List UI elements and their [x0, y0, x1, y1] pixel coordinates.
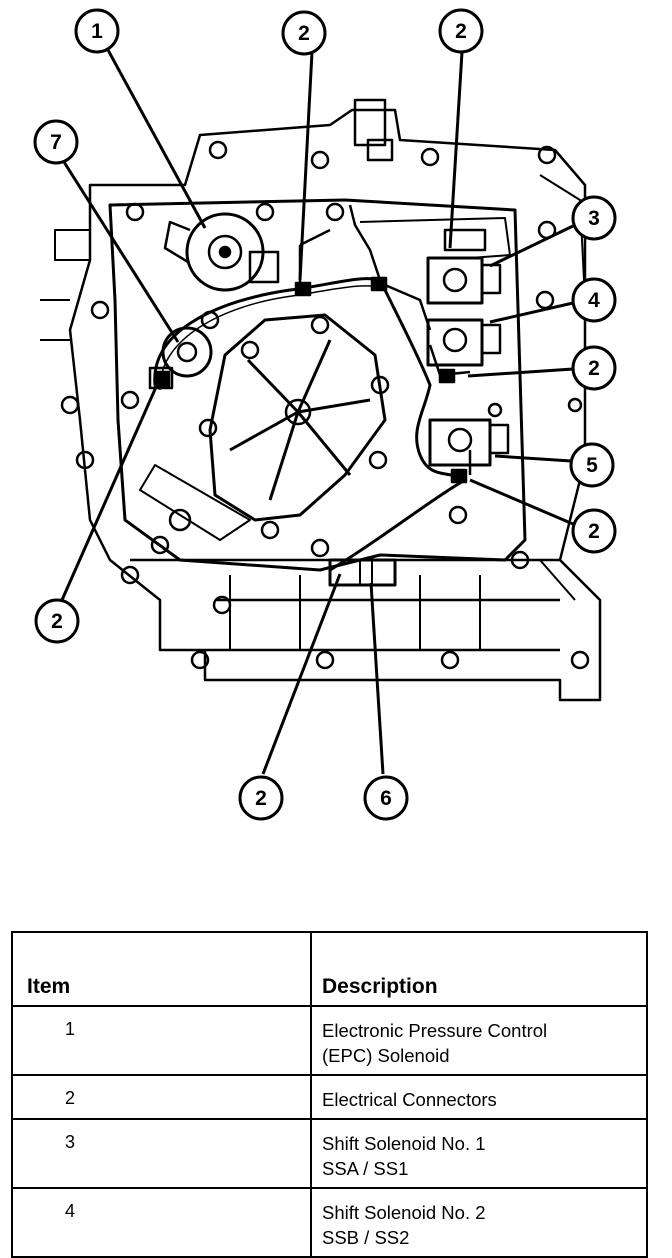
callout-4-label: 4	[588, 289, 600, 312]
valve-body-diagram: 1 2 2 7 3 4 2 5 2 2 2 6	[33, 8, 617, 821]
callout-3: 3	[571, 195, 617, 241]
callout-2-label: 2	[455, 20, 467, 43]
callout-6: 6	[363, 775, 409, 821]
callout-1: 1	[74, 8, 120, 54]
item-number: 4	[11, 1187, 312, 1258]
callout-3-label: 3	[588, 207, 600, 230]
callout-2-label: 2	[588, 520, 600, 543]
item-column-header: Item	[11, 931, 312, 1007]
item-number: 2	[11, 1074, 312, 1120]
callout-2-right-upper: 2	[571, 345, 617, 391]
valve-body-drawing	[40, 98, 602, 702]
callout-6-label: 6	[380, 787, 392, 810]
item-description: Shift Solenoid No. 2 SSB / SS2	[310, 1187, 648, 1258]
callout-7: 7	[33, 119, 79, 165]
callout-2-right-lower: 2	[571, 508, 617, 554]
callout-4: 4	[571, 277, 617, 323]
callout-2-label: 2	[51, 610, 63, 633]
table-row: 2 Electrical Connectors	[11, 1074, 648, 1120]
table-row: 3 Shift Solenoid No. 1 SSA / SS1	[11, 1118, 648, 1189]
callout-2-label: 2	[298, 22, 310, 45]
legend-table: Item Description 1 Electronic Pressure C…	[11, 931, 648, 1258]
item-description: Electronic Pressure Control (EPC) Soleno…	[310, 1005, 648, 1076]
item-number: 1	[11, 1005, 312, 1076]
table-row: 1 Electronic Pressure Control (EPC) Sole…	[11, 1005, 648, 1076]
callout-2-label: 2	[588, 357, 600, 380]
item-description: Shift Solenoid No. 1 SSA / SS1	[310, 1118, 648, 1189]
leader-lines	[60, 49, 574, 775]
item-number: 3	[11, 1118, 312, 1189]
item-description: Electrical Connectors	[310, 1074, 648, 1120]
description-column-header: Description	[310, 931, 648, 1007]
callout-2-label: 2	[255, 787, 267, 810]
callout-2-left: 2	[34, 598, 80, 644]
callout-7-label: 7	[50, 131, 62, 154]
callout-2-bottom: 2	[238, 775, 284, 821]
callout-2-top-right: 2	[438, 8, 484, 54]
callout-2-top-center: 2	[281, 10, 327, 56]
callout-1-label: 1	[91, 20, 103, 43]
callout-5-label: 5	[586, 454, 598, 477]
callout-5: 5	[569, 442, 615, 488]
table-row: 4 Shift Solenoid No. 2 SSB / SS2	[11, 1187, 648, 1258]
legend-header-row: Item Description	[11, 931, 648, 1007]
